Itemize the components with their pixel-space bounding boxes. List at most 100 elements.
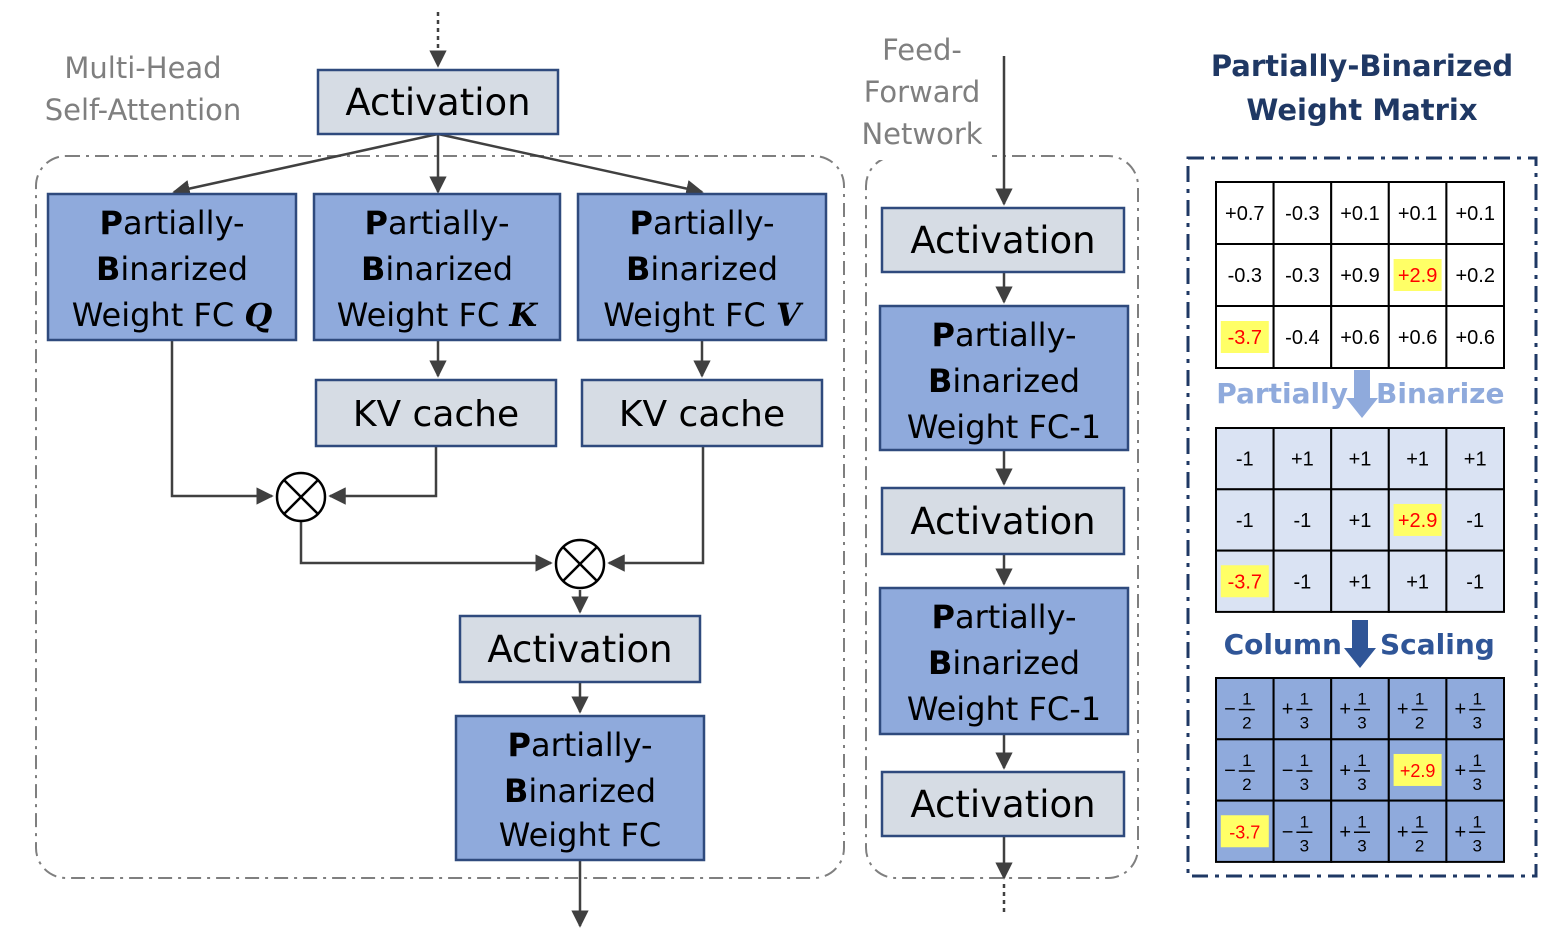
matrix-cell-bg bbox=[1445, 488, 1506, 552]
fraction-denominator: 3 bbox=[1357, 836, 1366, 855]
step1-down-arrow-icon bbox=[1346, 370, 1378, 418]
kv-cache-box-2 bbox=[580, 378, 824, 448]
fraction-sign: + bbox=[1339, 760, 1351, 782]
kv-cache-label-1: KV cache bbox=[353, 394, 519, 435]
fc-out-line3: Weight FC bbox=[499, 816, 661, 854]
matrix-cell: +0.6 bbox=[1330, 305, 1390, 369]
fraction-sign: + bbox=[1455, 760, 1467, 782]
matrix-cell: −12 bbox=[1215, 738, 1275, 802]
matrix-value: +1 bbox=[1291, 449, 1314, 471]
ffn-fc2-line2: Binarized bbox=[928, 644, 1080, 682]
matrix-cell: +2.9 bbox=[1387, 738, 1448, 802]
matrix-cell-bg bbox=[1272, 799, 1333, 863]
matrix-cell-bg bbox=[1272, 677, 1333, 741]
fraction-sign: + bbox=[1339, 821, 1351, 843]
fraction-denominator: 3 bbox=[1300, 775, 1309, 794]
matrix-cell: +1 bbox=[1387, 427, 1448, 491]
matrix-cell: −13 bbox=[1272, 738, 1333, 802]
fraction-numerator: 1 bbox=[1415, 812, 1424, 831]
fc-v-line3: Weight FC V bbox=[603, 296, 804, 334]
matrix-cell: +13 bbox=[1445, 677, 1506, 741]
ffn-activation-label-1: Activation bbox=[910, 219, 1095, 262]
matrix-cell: +13 bbox=[1272, 677, 1333, 741]
mhsa-connectors bbox=[170, 12, 711, 928]
fraction-numerator: 1 bbox=[1472, 812, 1481, 831]
matrix-cell-bg bbox=[1330, 243, 1390, 307]
matrix-cell: +13 bbox=[1330, 677, 1390, 741]
matrix-cell-bg bbox=[1445, 549, 1506, 613]
mhsa-section: Multi-Head Self-Attention Activation Par… bbox=[35, 12, 845, 928]
matrix-value: +1 bbox=[1349, 571, 1372, 593]
matrix-cell: +13 bbox=[1445, 799, 1506, 863]
fraction-numerator: 1 bbox=[1357, 751, 1366, 770]
fraction-denominator: 3 bbox=[1472, 714, 1481, 733]
matrix-cell-bg bbox=[1215, 181, 1275, 245]
step-column-scaling: Column Scaling bbox=[1224, 620, 1495, 668]
matrix-title-line1: Partially-Binarized bbox=[1211, 49, 1513, 83]
matrix-binarized: -1+1+1+1+1-1-1+1+2.9-1-3.7-1+1+1-1 bbox=[1215, 427, 1506, 613]
matrix-cell: +0.1 bbox=[1387, 181, 1448, 245]
matrix-cell: +0.6 bbox=[1445, 305, 1506, 369]
matrix-cell: -3.7 bbox=[1215, 549, 1275, 613]
fraction-sign: − bbox=[1282, 760, 1294, 782]
matrix-original: +0.7-0.3+0.1+0.1+0.1-0.3-0.3+0.9+2.9+0.2… bbox=[1215, 181, 1506, 369]
arrow-to-q bbox=[172, 132, 439, 198]
ffn-label-line3: Network bbox=[861, 117, 982, 151]
fraction-numerator: 1 bbox=[1300, 690, 1309, 709]
fraction-numerator: 1 bbox=[1472, 690, 1481, 709]
q-to-mult1 bbox=[170, 340, 274, 505]
matrix-cell: +0.2 bbox=[1445, 243, 1506, 307]
fraction-numerator: 1 bbox=[1357, 690, 1366, 709]
matrix-cell: +1 bbox=[1330, 488, 1390, 552]
highlight-marker bbox=[1220, 565, 1269, 598]
fc-k-line3: Weight FC K bbox=[337, 296, 539, 334]
matrix-cell: -1 bbox=[1215, 427, 1275, 491]
matrix-cell-bg bbox=[1330, 738, 1390, 802]
matrix-cell: +1 bbox=[1330, 549, 1390, 613]
fraction-sign: − bbox=[1224, 760, 1236, 782]
mult1-to-mult2 bbox=[299, 522, 553, 572]
matrix-cell: +13 bbox=[1445, 738, 1506, 802]
fc-v-box bbox=[576, 192, 828, 342]
highlight-marker bbox=[1393, 503, 1442, 536]
mhsa-label-line1: Multi-Head bbox=[64, 51, 221, 85]
kv-cache-box-1 bbox=[314, 378, 558, 448]
highlighted-value: -3.7 bbox=[1228, 571, 1262, 593]
matrix-value: +1 bbox=[1406, 449, 1429, 471]
mhsa-top-activation-label: Activation bbox=[345, 81, 530, 124]
fraction-numerator: 1 bbox=[1357, 812, 1366, 831]
matrix-cell: +1 3 bbox=[1330, 799, 1390, 863]
matrix-cell: −12 bbox=[1215, 677, 1275, 741]
mhsa-bottom-activation-box bbox=[458, 614, 702, 684]
matrix-value: +1 bbox=[1349, 510, 1372, 532]
fc-q-line3: Weight FC Q bbox=[72, 296, 273, 334]
highlight-marker bbox=[1220, 321, 1269, 353]
highlight-marker bbox=[1393, 753, 1442, 786]
matrix-value: -1 bbox=[1466, 510, 1484, 532]
matrix-cell-bg bbox=[1272, 181, 1333, 245]
matrix-cell: +0.7 bbox=[1215, 181, 1275, 245]
matrix-value: -0.3 bbox=[1285, 265, 1319, 287]
fc-q-line2: Binarized bbox=[96, 250, 248, 288]
matrix-panel-border bbox=[1186, 156, 1538, 878]
fraction-denominator: 2 bbox=[1242, 714, 1251, 733]
matrix-cell-bg bbox=[1215, 243, 1275, 307]
step2-left-label: Column bbox=[1224, 628, 1342, 661]
fraction-denominator: 2 bbox=[1415, 714, 1424, 733]
step1-left-label: Partially bbox=[1216, 377, 1348, 410]
matrix-cell: -3.7 bbox=[1215, 305, 1275, 369]
matrix-value: +1 bbox=[1349, 449, 1372, 471]
fraction-sign: + bbox=[1397, 699, 1409, 721]
fraction-sign: + bbox=[1397, 821, 1409, 843]
ffn-fc2-line1: Partially- bbox=[932, 598, 1077, 636]
ffn-fc2-line3: Weight FC-1 bbox=[907, 690, 1101, 728]
mhsa-bottom-activation-label: Activation bbox=[487, 628, 672, 671]
matrix-cell-bg bbox=[1445, 181, 1506, 245]
fraction-denominator: 3 bbox=[1472, 836, 1481, 855]
matrix-cell: −13 bbox=[1272, 799, 1333, 863]
matrix-value: -1 bbox=[1236, 449, 1254, 471]
matrix-cell-bg bbox=[1330, 799, 1390, 863]
ffn-activation-label-2: Activation bbox=[910, 500, 1095, 543]
fc-k-box bbox=[312, 192, 562, 342]
